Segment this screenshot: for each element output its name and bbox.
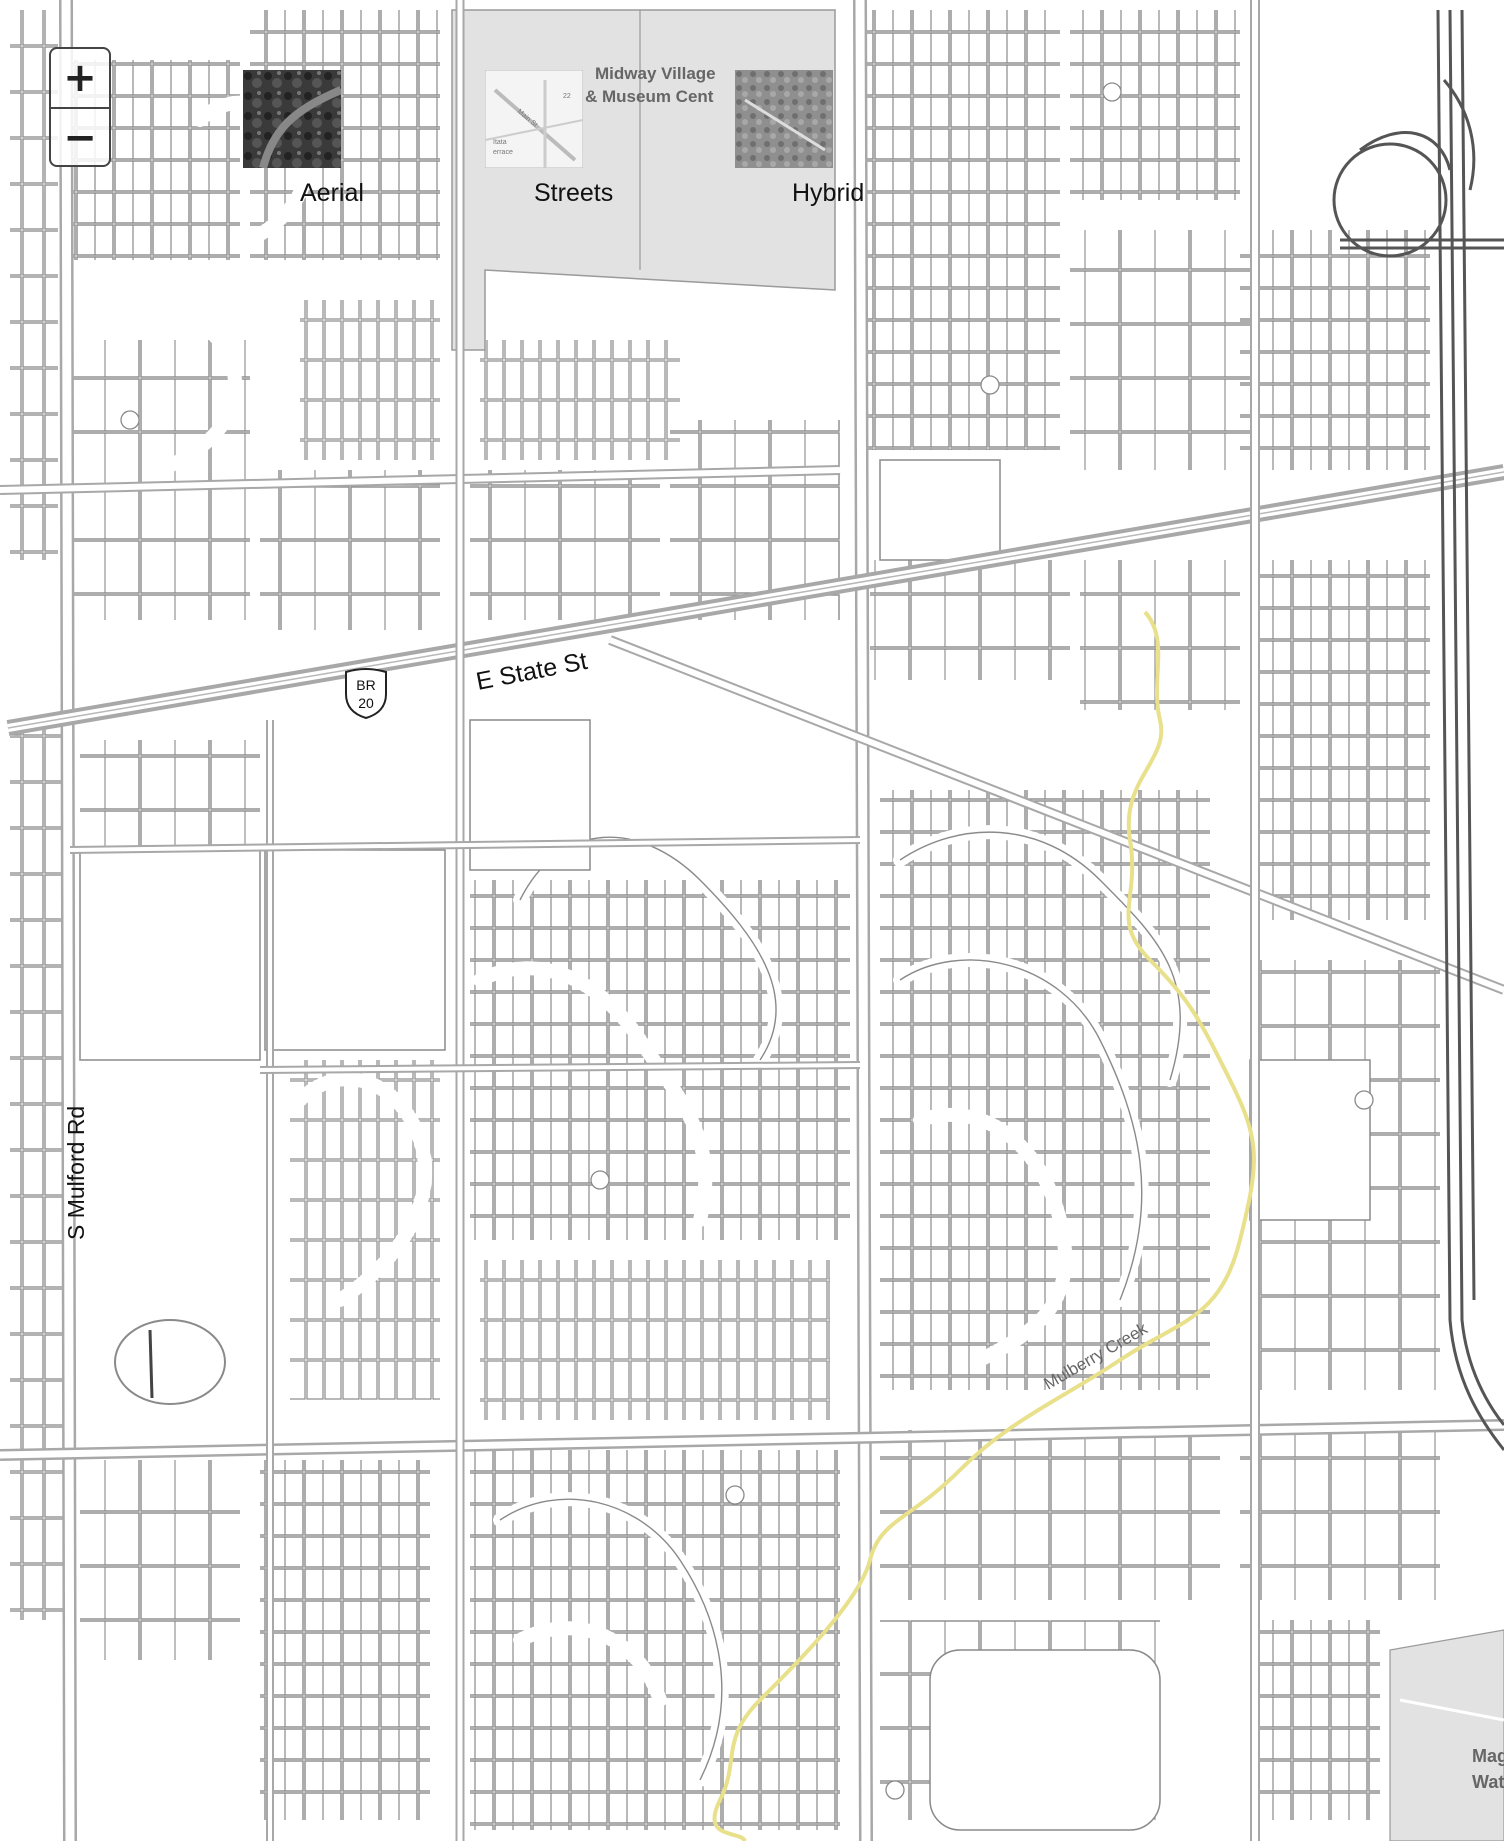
basemap-hybrid[interactable]: Hybrid (732, 70, 865, 208)
parcel-blocks (10, 10, 1440, 1830)
interstate (1332, 9, 1504, 1451)
plus-icon: + (63, 55, 97, 101)
open-parcels (79, 459, 1371, 1831)
basemap-streets-label: Streets (534, 179, 614, 207)
poi-midway-village-line1: Midway Village (595, 64, 716, 83)
aerial-thumbnail-icon (243, 70, 343, 170)
zoom-out-button[interactable]: − (51, 107, 109, 167)
thumb-route-22: 22 (563, 93, 571, 100)
hybrid-thumbnail-icon (735, 70, 833, 168)
streets-thumbnail-icon: Main St 22 Itata errace (484, 69, 584, 169)
basemap-streets[interactable]: Main St 22 Itata errace Streets (482, 69, 614, 208)
zoom-in-button[interactable]: + (51, 49, 109, 107)
basemap-hybrid-label: Hybrid (792, 179, 865, 207)
zoom-control: + − (49, 47, 111, 167)
thumb-errace: errace (493, 149, 513, 156)
poi-midway-village-line2: & Museum Cent (585, 87, 714, 106)
mulberry-creek (712, 610, 1256, 1841)
shield-text-20: 20 (358, 695, 374, 711)
cul-de-sacs (120, 82, 1374, 1800)
minus-icon: − (63, 115, 97, 161)
br-20-shield: BR 20 (345, 668, 387, 720)
thumb-itata: Itata (493, 139, 507, 146)
s-mulford-rd-label: S Mulford Rd (63, 1106, 89, 1240)
shield-text-br: BR (356, 677, 375, 693)
poi-corner-line2: Wate (1472, 1772, 1504, 1792)
basemap-aerial-label: Aerial (300, 179, 364, 207)
basemap-aerial[interactable]: Aerial (240, 70, 364, 208)
poi-corner-line1: Mag (1472, 1746, 1504, 1766)
